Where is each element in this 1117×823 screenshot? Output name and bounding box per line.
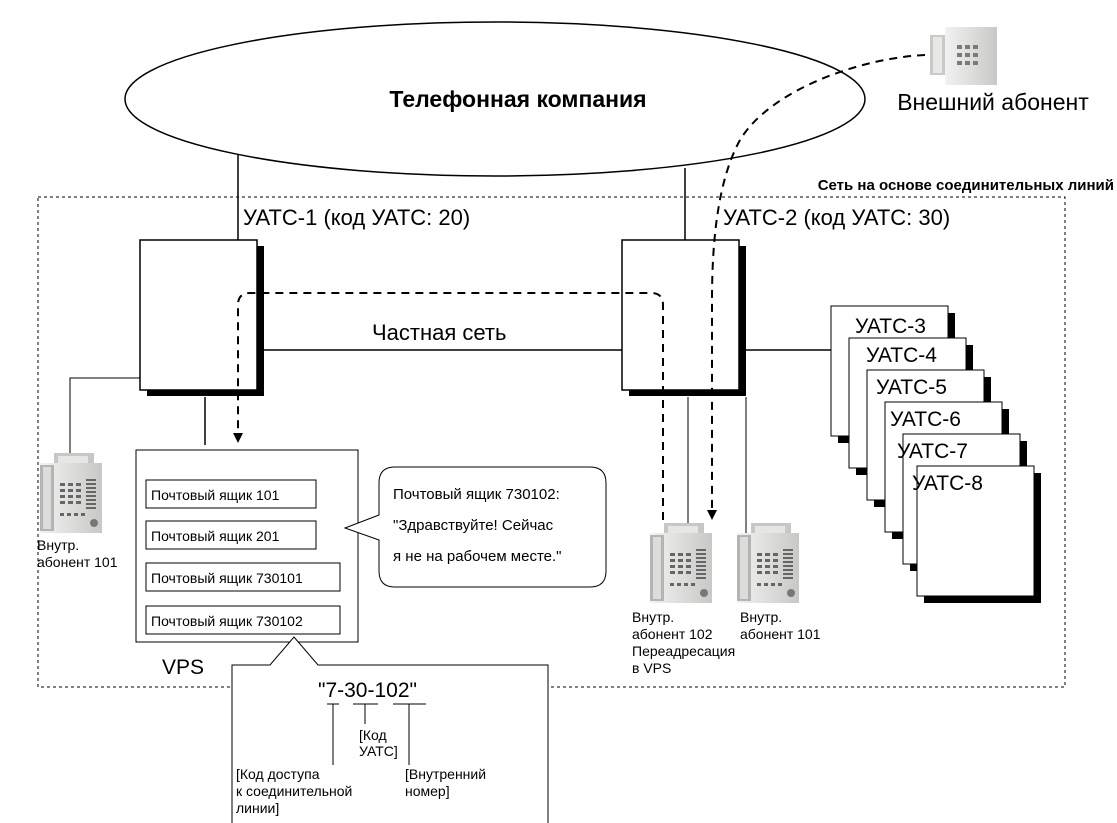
external-subscriber-phone-icon: [930, 27, 997, 85]
mailbox-730102-label: Почтовый ящик 730102: [151, 613, 303, 629]
pbx2-box: [621, 239, 740, 391]
ext101-phone-icon: [40, 453, 102, 533]
pbx1-box: [139, 239, 258, 391]
mailbox-201: [145, 520, 317, 550]
ext101b-label-line1: Внутр.: [740, 609, 782, 625]
external-subscriber-label: Внешний абонент: [897, 89, 1089, 115]
ext102-label-line1: Внутр.: [632, 609, 674, 625]
mailbox-730101: [145, 562, 341, 592]
ext101-label-line1: Внутр.: [37, 537, 79, 553]
vps-label: VPS: [162, 656, 204, 679]
access-code-label-line3: линии]: [236, 800, 279, 816]
pbx5-label: УАТС-5: [876, 376, 947, 399]
greeting-line-1: Почтовый ящик 730102:: [393, 486, 560, 503]
pbx7-label: УАТС-7: [897, 440, 968, 463]
dial-string-callout: [231, 636, 549, 823]
forwarding-path-arrow: [233, 292, 664, 520]
pbx6-label: УАТС-6: [890, 408, 961, 431]
pbx-stack: УАТС-3 УАТС-4 УАТС-5 УАТС-6 УАТС-7 УАТС-…: [830, 305, 1041, 603]
greeting-line-2: "Здравствуйте! Сейчас: [393, 517, 554, 534]
external-call-path-arrow: [707, 54, 926, 520]
dial-string-text: "7-30-102": [318, 679, 417, 702]
private-network-label: Частная сеть: [372, 320, 506, 345]
mailbox-101: [145, 479, 317, 509]
greeting-line-3: я не на рабочем месте.": [393, 548, 562, 565]
access-code-label-line2: к соединительной: [236, 783, 352, 799]
ext102-label-line4: в VPS: [632, 660, 671, 676]
extension-label-line1: [Внутренний: [405, 766, 486, 782]
telephone-company-label: Телефонная компания: [389, 86, 646, 112]
pbx8-label: УАТС-8: [912, 472, 983, 495]
pbx1-to-ext101-line: [69, 377, 140, 470]
pbx2-label: УАТС-2 (код УАТС: 30): [723, 205, 950, 230]
pbx1-label: УАТС-1 (код УАТС: 20): [243, 205, 470, 230]
ext102-label-line2: абонент 102: [632, 626, 713, 642]
trunk-network-frame: [37, 196, 1066, 688]
pbx-code-label-line2: УАТС]: [359, 743, 398, 759]
extension-label-line2: номер]: [405, 783, 450, 799]
mailbox-730102: [145, 605, 341, 635]
ext101b-label-line2: абонент 101: [740, 626, 821, 642]
pbx4-label: УАТС-4: [866, 344, 937, 367]
mailbox-101-label: Почтовый ящик 101: [151, 487, 280, 503]
pbx-code-label-line1: [Код: [359, 727, 387, 743]
ext102-phone-icon: [650, 523, 712, 603]
ext101-label-line2: абонент 101: [37, 554, 118, 570]
greeting-speech-bubble: [343, 466, 607, 588]
telephone-company-cloud: [124, 21, 866, 177]
mailbox-201-label: Почтовый ящик 201: [151, 528, 280, 544]
trunk-network-label: Сеть на основе соединительных линий: [818, 177, 1114, 194]
pbx3-label: УАТС-3: [855, 315, 926, 338]
mailbox-730101-label: Почтовый ящик 730101: [151, 570, 303, 586]
ext102-label-line3: Переадресация: [632, 643, 735, 659]
access-code-label-line1: [Код доступа: [236, 766, 320, 782]
ext101b-phone-icon: [737, 523, 799, 603]
